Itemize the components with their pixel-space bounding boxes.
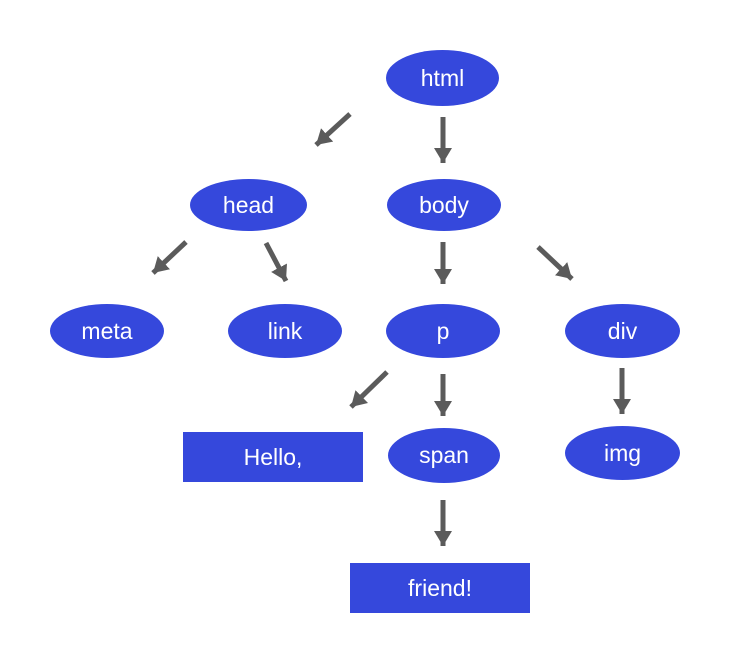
node-link: link xyxy=(228,304,342,358)
node-img: img xyxy=(565,426,680,480)
node-head: head xyxy=(190,179,307,231)
node-meta: meta xyxy=(50,304,164,358)
edge-p-hello xyxy=(349,370,389,409)
node-body: body xyxy=(387,179,501,231)
edge-body-div xyxy=(536,245,574,281)
node-div: div xyxy=(565,304,680,358)
edge-head-link xyxy=(263,241,289,283)
edge-head-meta xyxy=(151,240,188,275)
node-span: span xyxy=(388,428,500,483)
node-p: p xyxy=(386,304,500,358)
node-hello: Hello, xyxy=(183,432,363,482)
node-friend: friend! xyxy=(350,563,530,613)
node-html: html xyxy=(386,50,499,106)
edge-html-head xyxy=(314,112,352,147)
